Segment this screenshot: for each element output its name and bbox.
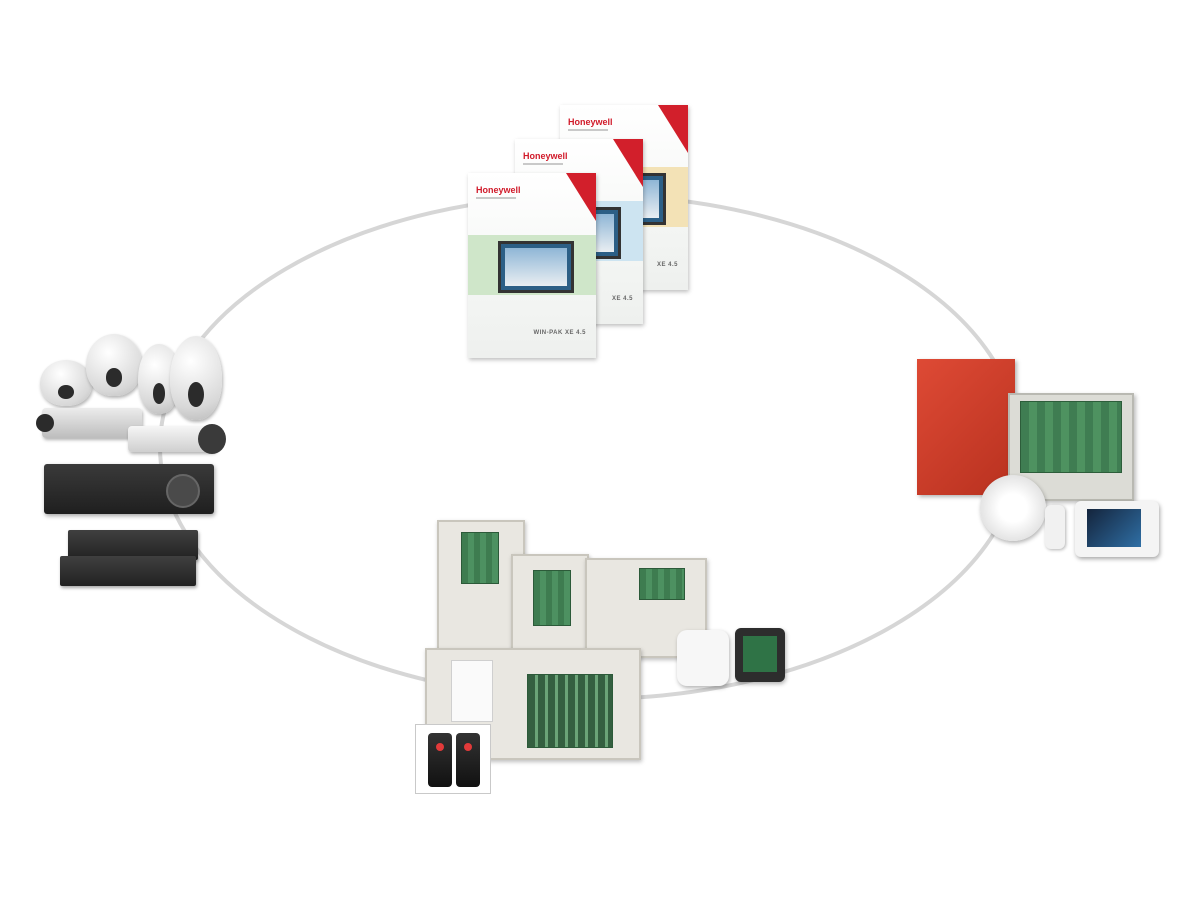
video-surveillance-group [36,330,228,590]
bullet-camera-icon [128,424,226,454]
honeywell-logo: Honeywell [523,151,568,161]
brochure-caption: WIN-PAK XE 4.5 [533,330,586,336]
card-readers [415,724,491,794]
video-recorder-unit [68,530,198,560]
honeywell-logo: Honeywell [476,185,521,195]
monitor-image [498,241,574,293]
motion-sensor [1045,505,1065,549]
red-panel-cabinet [917,359,1015,495]
access-control-group [415,518,795,794]
software-brochures: Honeywell XE 4.5 Honeywell XE 4.5 Honeyw… [465,105,705,365]
wiring-document [451,660,493,722]
brochure-front: Honeywell WIN-PAK XE 4.5 [468,173,596,358]
control-module [735,628,785,682]
controller-enclosure [511,554,589,656]
large-controller-enclosure [425,648,641,760]
ptz-camera-icon [170,336,222,420]
intrusion-panel-group [915,355,1165,565]
dome-camera-icon [86,334,142,396]
module-rack [527,674,613,748]
brochure-caption: XE 4.5 [611,296,633,302]
video-recorder-unit [60,556,196,586]
smoke-detector [980,475,1046,541]
card-reader-icon [456,733,480,787]
brochure-caption: XE 4.5 [656,262,678,268]
dome-camera-icon [40,360,92,406]
circuit-board [1020,401,1122,473]
touchscreen-keypad [1075,501,1159,557]
network-video-recorder [44,464,214,514]
keypad-reader [677,630,729,686]
honeywell-logo: Honeywell [568,117,613,127]
card-reader-icon [428,733,452,787]
box-camera-icon [36,408,142,438]
